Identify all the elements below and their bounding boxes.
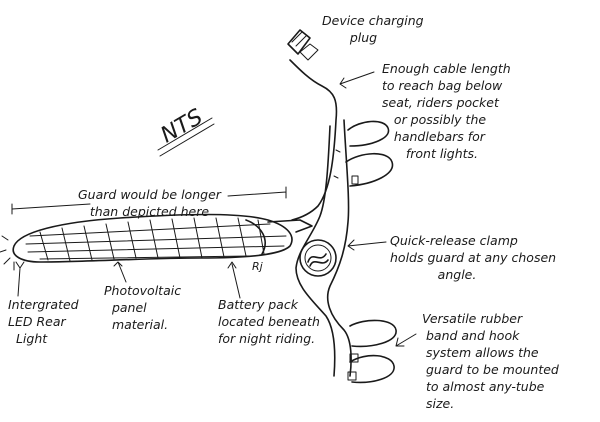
bottom-rubber-bands [347,319,397,384]
device-charging-plug-label: Device charging plug [322,13,424,45]
quick-release-dial [299,239,337,277]
signature: Rj [252,260,263,273]
led-glow-lines [0,235,15,271]
top-rubber-bands [345,120,394,187]
battery-pack-label: Battery pack located beneath for night r… [218,297,320,346]
cable [289,43,338,221]
guard-length-dimension [11,186,287,215]
mount-arm [295,119,352,377]
quick-release-label: Quick-release clamp holds guard at any c… [390,233,557,282]
leader-lines [15,71,417,347]
led-light-label: Intergrated LED Rear Light [8,297,79,346]
cable-length-label: Enough cable length to reach bag below s… [382,61,511,161]
charging-plug [287,29,311,55]
rubber-band-label: Versatile rubber band and hook system al… [422,311,559,411]
nts-box [157,117,215,157]
guard-length-label: Guard would be longer than depicted here [78,187,221,219]
photovoltaic-label: Photovoltaic panel material. [104,283,182,332]
mudguard [12,213,313,263]
